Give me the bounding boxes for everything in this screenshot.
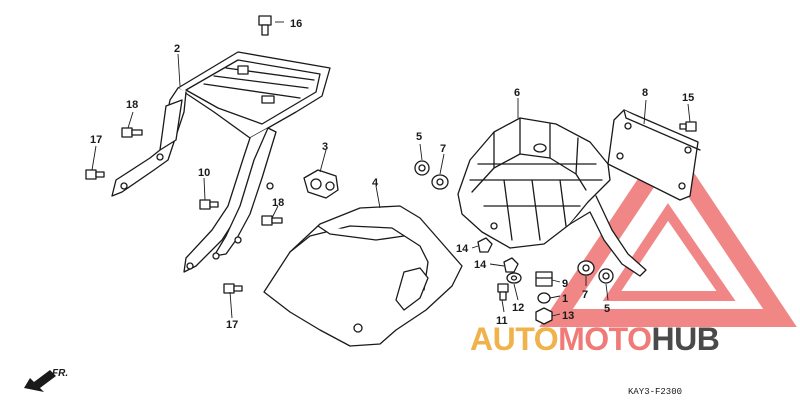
front-label: FR. bbox=[52, 368, 68, 379]
spacer-1 bbox=[537, 292, 551, 304]
rubber-9 bbox=[535, 271, 553, 287]
watermark-auto: AUTO bbox=[470, 321, 558, 357]
front-arrow-icon bbox=[24, 370, 56, 392]
rear-carrier bbox=[111, 51, 331, 273]
callout-12: 12 bbox=[512, 302, 524, 314]
callout-18-lower: 18 bbox=[272, 197, 284, 209]
callout-5-right: 5 bbox=[604, 303, 610, 315]
watermark-hub: HUB bbox=[651, 321, 719, 357]
callout-16: 16 bbox=[290, 18, 302, 30]
callout-6: 6 bbox=[514, 87, 520, 99]
callout-1: 1 bbox=[562, 293, 568, 305]
callout-14-upper: 14 bbox=[456, 243, 469, 255]
callout-9: 9 bbox=[562, 278, 568, 290]
watermark-text: AUTOMOTOHUB bbox=[470, 321, 719, 357]
license-plate-bracket bbox=[607, 109, 701, 201]
nut-14-lower bbox=[503, 257, 519, 273]
front-direction-indicator: FR. bbox=[24, 368, 68, 392]
callout-7-left: 7 bbox=[440, 143, 446, 155]
bolt-15 bbox=[679, 121, 697, 132]
callout-3: 3 bbox=[322, 141, 328, 153]
callout-7-right: 7 bbox=[582, 289, 588, 301]
callout-10: 10 bbox=[198, 167, 210, 179]
washer-12 bbox=[506, 272, 522, 284]
leader-lines bbox=[91, 21, 691, 319]
grommet-5-left bbox=[414, 160, 430, 176]
nut-14-upper bbox=[477, 237, 493, 253]
callout-17-upper: 17 bbox=[90, 134, 102, 146]
callout-labels: 2 16 18 17 10 18 17 3 4 5 7 6 8 15 14 14… bbox=[90, 18, 694, 331]
bolt-18-upper bbox=[121, 127, 143, 138]
bolt-16 bbox=[258, 15, 272, 36]
callout-5-left: 5 bbox=[416, 131, 422, 143]
watermark-moto: MOTO bbox=[558, 321, 651, 357]
bolt-17-upper bbox=[85, 169, 105, 180]
callout-15: 15 bbox=[682, 92, 694, 104]
callout-2: 2 bbox=[174, 43, 180, 55]
grommet-5-right bbox=[598, 268, 614, 284]
bolt-17-lower bbox=[223, 283, 243, 294]
clamp-bracket bbox=[303, 169, 339, 199]
callout-18-upper: 18 bbox=[126, 99, 138, 111]
callout-11: 11 bbox=[496, 315, 508, 327]
nut-13 bbox=[535, 307, 553, 325]
callout-4: 4 bbox=[372, 177, 379, 189]
callout-13: 13 bbox=[562, 310, 574, 322]
rear-fender bbox=[263, 205, 463, 347]
callout-8: 8 bbox=[642, 87, 648, 99]
bolt-10 bbox=[199, 199, 219, 210]
callout-17-lower: 17 bbox=[226, 319, 238, 331]
rear-inner-box bbox=[457, 117, 647, 277]
bolt-18-lower bbox=[261, 215, 283, 226]
collar-7-right bbox=[577, 260, 595, 276]
callout-14-lower: 14 bbox=[474, 259, 487, 271]
diagram-code: KAY3-F2300 bbox=[628, 387, 682, 397]
bolt-11 bbox=[497, 283, 509, 301]
collar-7-left bbox=[431, 174, 449, 190]
